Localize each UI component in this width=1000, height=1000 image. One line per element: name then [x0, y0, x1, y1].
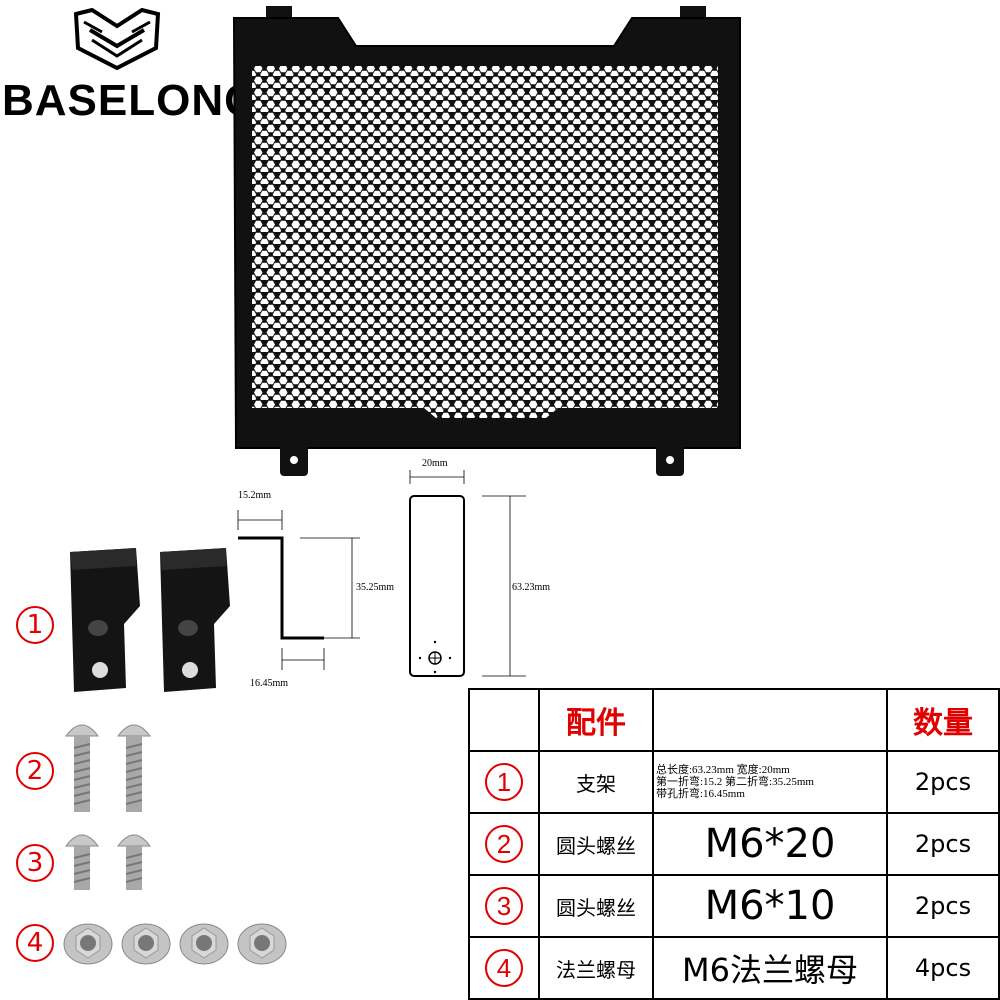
row-qty: 2pcs: [886, 750, 1000, 814]
bracket: [70, 548, 230, 692]
row-number: 3: [485, 887, 523, 925]
flange-nut-set: [63, 923, 287, 965]
bracket-flat-diagram: [409, 470, 526, 677]
dim-first-bend: 15.2mm: [238, 490, 272, 501]
dim-total-length: 63.23mm: [512, 582, 551, 593]
part-marker-3: 3: [16, 844, 54, 882]
table-row: 4 法兰螺母 M6法兰螺母 4pcs: [468, 936, 1000, 1000]
header-spec: [652, 688, 888, 752]
screw-m6x10: [65, 834, 151, 890]
table-row: 2 圆头螺丝 M6*20 2pcs: [468, 812, 1000, 876]
row-part-name: 支架: [538, 750, 654, 814]
part-marker-2: 2: [16, 752, 54, 790]
table-row: 3 圆头螺丝 M6*10 2pcs: [468, 874, 1000, 938]
dim-hole-bend: 16.45mm: [250, 678, 289, 689]
row-part-name: 圆头螺丝: [538, 812, 654, 876]
brand-name: BASELONG: [2, 76, 260, 125]
header-num-cell: [468, 688, 540, 752]
brand-logo-icon: [73, 8, 161, 70]
bracket-profile-diagram: [237, 510, 360, 670]
part-marker-1: 1: [16, 606, 54, 644]
row-part-name: 圆头螺丝: [538, 874, 654, 938]
dim-second-bend: 35.25mm: [356, 582, 395, 593]
part-marker-4: 4: [16, 924, 54, 962]
row-qty: 2pcs: [886, 812, 1000, 876]
row-number: 4: [485, 949, 523, 987]
dim-width-top: 20mm: [422, 458, 448, 469]
header-qty: 数量: [886, 688, 1000, 752]
screw-m6x20: [65, 724, 151, 812]
row-spec: M6*20: [652, 812, 888, 876]
row-spec: M6*10: [652, 874, 888, 938]
row-qty: 2pcs: [886, 874, 1000, 938]
radiator-grille: [232, 6, 741, 476]
row-spec: M6法兰螺母: [652, 936, 888, 1000]
row-qty: 4pcs: [886, 936, 1000, 1000]
header-part: 配件: [538, 688, 654, 752]
table-header-row: 配件 数量: [468, 688, 1000, 752]
parts-table: 配件 数量 1 支架 总长度:63.23mm 宽度:20mm 第一折弯:15.2…: [468, 688, 1000, 1000]
row-number: 2: [485, 825, 523, 863]
table-row: 1 支架 总长度:63.23mm 宽度:20mm 第一折弯:15.2 第二折弯:…: [468, 750, 1000, 814]
row-spec: 总长度:63.23mm 宽度:20mm 第一折弯:15.2 第二折弯:35.25…: [652, 750, 888, 814]
row-part-name: 法兰螺母: [538, 936, 654, 1000]
row-number: 1: [485, 763, 523, 801]
